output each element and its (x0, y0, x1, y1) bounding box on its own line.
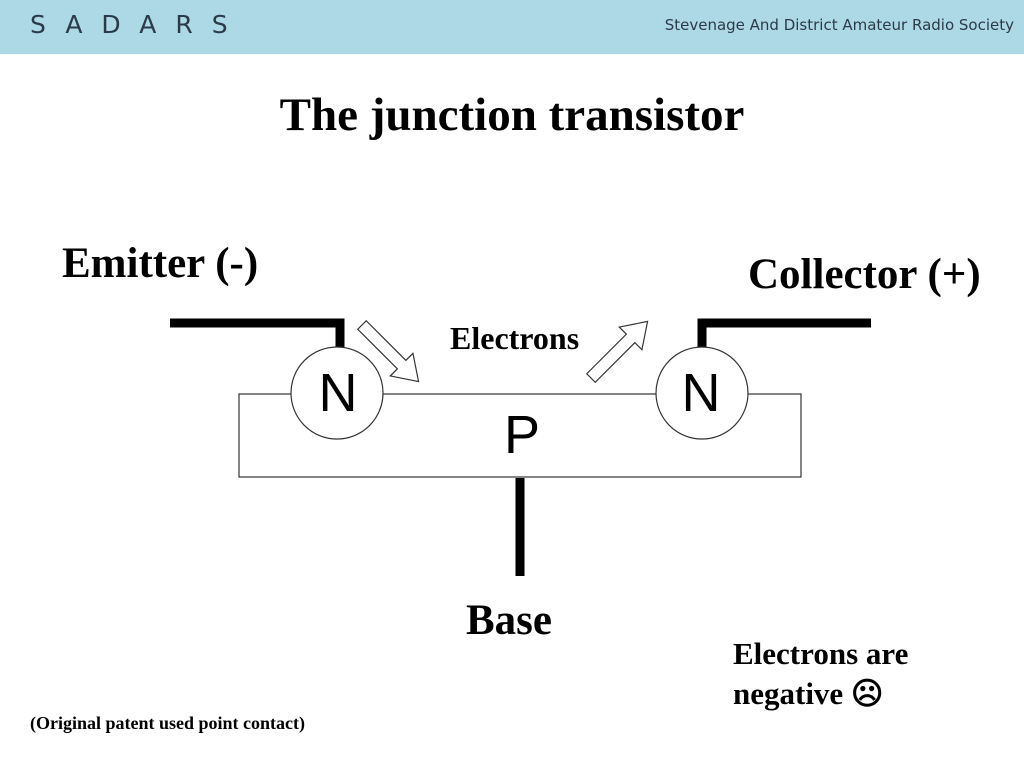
collector-lead (697, 318, 871, 349)
sadars-logo: SADARS (30, 10, 247, 39)
footnote: (Original patent used point contact) (30, 713, 306, 733)
p-region-label: P (503, 405, 541, 465)
electron-flow-arrow-in (356, 319, 420, 383)
emitter-label: Emitter (-) (62, 240, 259, 287)
n-region-left-label: N (318, 363, 358, 423)
emitter-lead (170, 318, 345, 349)
electrons-label: Electrons (450, 320, 580, 356)
slide-title: The junction transistor (279, 89, 745, 141)
electrons-note-line2: negative ☹ (733, 676, 884, 711)
society-name: Stevenage And District Amateur Radio Soc… (664, 16, 1014, 34)
base-label: Base (466, 597, 552, 644)
n-region-right-circle (655, 346, 749, 440)
collector-label: Collector (+) (748, 251, 981, 298)
electrons-note-line1: Electrons are (733, 636, 909, 671)
electrons-note: Electrons are negative ☹ (733, 634, 908, 714)
n-region-left-circle (290, 346, 384, 440)
n-region-right-label: N (681, 363, 721, 423)
header-bar: SADARS Stevenage And District Amateur Ra… (0, 0, 1024, 54)
electron-flow-arrow-out (585, 320, 649, 384)
